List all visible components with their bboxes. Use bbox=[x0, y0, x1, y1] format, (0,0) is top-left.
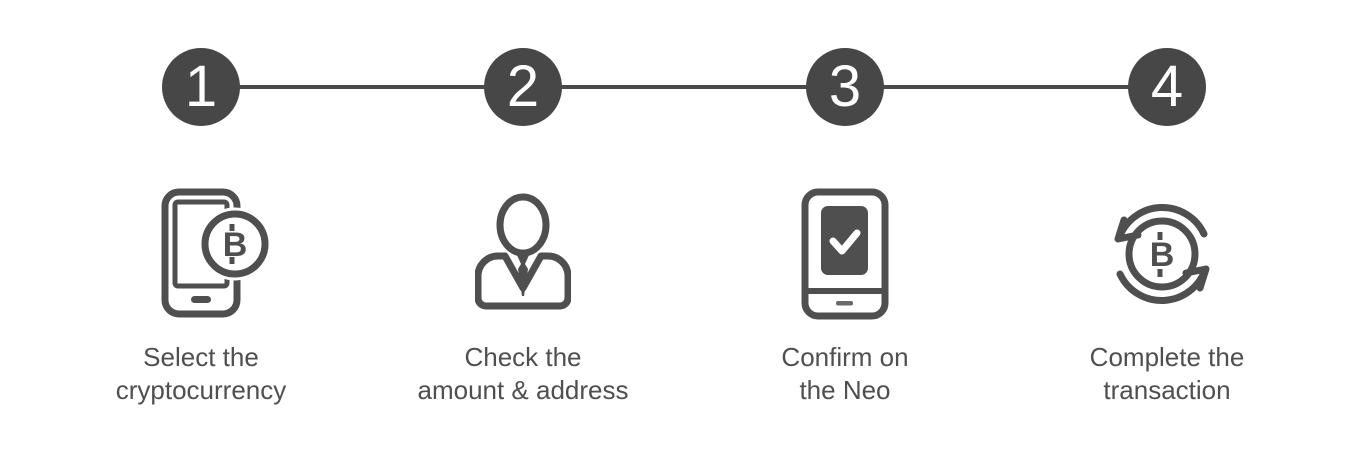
svg-text:B: B bbox=[223, 226, 248, 264]
step-2: 2 Check the amount & address bbox=[362, 0, 684, 407]
bitcoin-exchange-arrows-icon: B bbox=[1110, 193, 1214, 315]
step-4-number-badge: 4 bbox=[1128, 48, 1206, 126]
smartphone-bitcoin-icon: B bbox=[161, 188, 273, 320]
step-4: 4 B Complete the transacti bbox=[1006, 0, 1328, 407]
step-1: 1 B Select the cryptocurre bbox=[40, 0, 362, 407]
device-checkmark-icon bbox=[801, 188, 889, 320]
step-1-number: 1 bbox=[184, 54, 218, 119]
step-3-label-line1: Confirm on bbox=[781, 342, 909, 372]
step-4-number: 4 bbox=[1150, 54, 1184, 119]
step-connector-line bbox=[201, 85, 1167, 89]
step-4-label-line2: transaction bbox=[1103, 375, 1231, 405]
step-2-number: 2 bbox=[506, 54, 540, 119]
step-3-number: 3 bbox=[828, 54, 862, 119]
businessman-icon bbox=[475, 192, 571, 316]
step-3-icon-area bbox=[801, 186, 889, 321]
step-4-icon-area: B bbox=[1114, 186, 1219, 321]
step-2-label-line2: amount & address bbox=[417, 375, 629, 405]
step-2-number-badge: 2 bbox=[484, 48, 562, 126]
steps-row: 1 B Select the cryptocurre bbox=[40, 0, 1328, 407]
step-3-label: Confirm on the Neo bbox=[781, 341, 908, 407]
step-2-icon-area bbox=[475, 186, 571, 321]
step-3-number-badge: 3 bbox=[806, 48, 884, 126]
step-1-icon-area: B bbox=[145, 186, 272, 321]
step-2-label: Check the amount & address bbox=[417, 341, 628, 407]
step-4-label: Complete the transaction bbox=[1090, 341, 1245, 407]
step-2-label-line1: Check the bbox=[464, 342, 582, 372]
step-3-label-line2: the Neo bbox=[799, 375, 891, 405]
svg-text:B: B bbox=[1150, 236, 1175, 274]
step-1-label: Select the cryptocurrency bbox=[116, 341, 287, 407]
step-3: 3 Confirm on the Neo bbox=[684, 0, 1006, 407]
step-1-label-line1: Select the bbox=[143, 342, 259, 372]
step-1-label-line2: cryptocurrency bbox=[115, 375, 287, 405]
step-1-number-badge: 1 bbox=[162, 48, 240, 126]
step-4-label-line1: Complete the bbox=[1089, 342, 1245, 372]
